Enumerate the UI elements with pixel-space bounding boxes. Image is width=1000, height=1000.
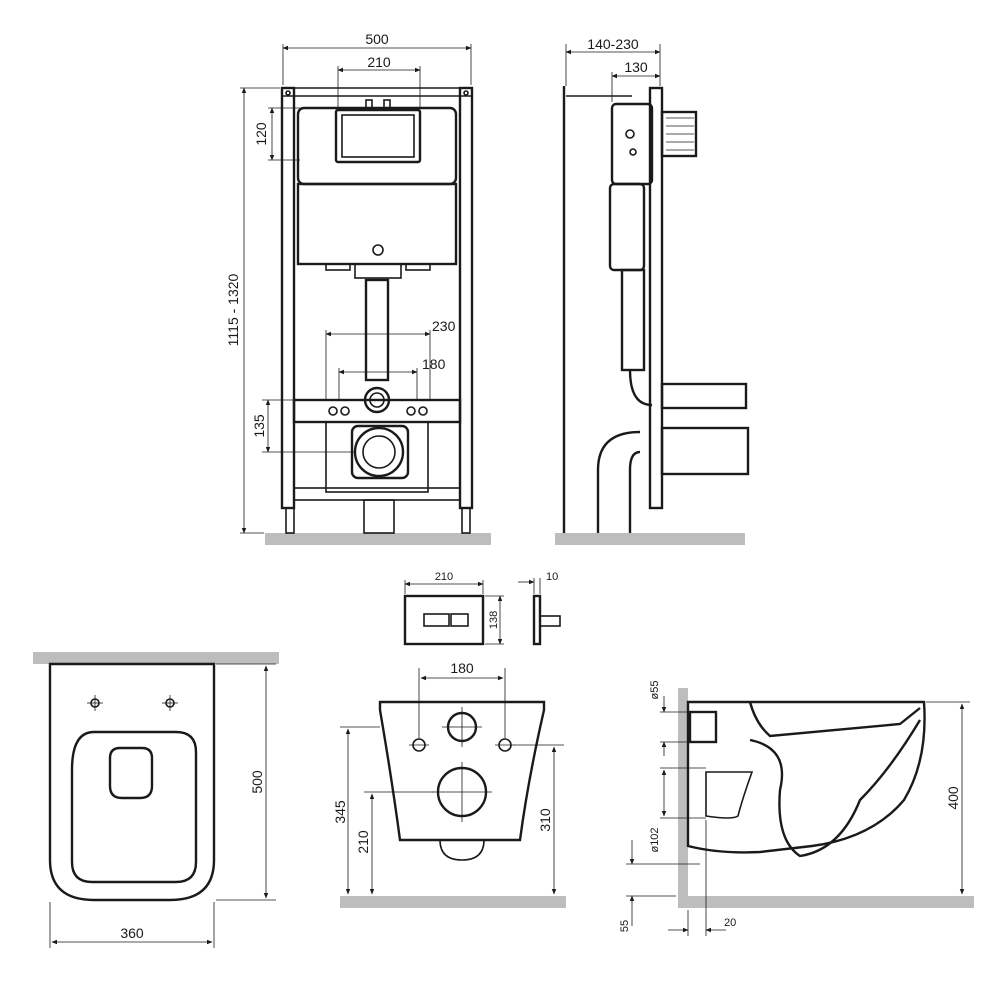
frame-side-view: 140-230 130	[555, 36, 750, 545]
cistern-valve-icon	[372, 244, 384, 256]
flush-pipe	[364, 278, 390, 382]
cistern-side	[608, 182, 646, 272]
stud-spacing-label: 180	[422, 356, 446, 372]
inlet-spud	[688, 710, 718, 744]
depth-label: 130	[624, 59, 648, 75]
rear-stud-spacing-label: 180	[450, 660, 474, 676]
bowl-side-view: ø55 ø102 400 55 20	[619, 681, 974, 936]
frame-width-label: 500	[365, 31, 389, 47]
mount-hole-right-icon	[162, 695, 178, 711]
outlet-height-label: 135	[251, 414, 267, 438]
bowl-outline	[48, 662, 216, 902]
flush-button-small	[423, 613, 450, 627]
cistern-body	[296, 182, 458, 266]
wall-gap-label: 20	[724, 917, 736, 929]
wall-side	[678, 688, 688, 908]
bowl-rear-outline	[378, 700, 546, 842]
floor-rear	[340, 896, 566, 908]
floor-gap-label: 55	[619, 920, 631, 932]
depth-range-label: 140-230	[587, 36, 639, 52]
frame-front-view: 500 210 120 1115 - 1320 230 180 135	[225, 31, 491, 545]
frame-right-post	[458, 86, 474, 510]
inlet-height-label: 345	[332, 800, 348, 824]
outlet-diameter-label: ø102	[649, 827, 661, 852]
bowl-trap	[749, 719, 922, 858]
bowl-opening	[108, 746, 154, 800]
inlet-pipe	[660, 382, 748, 410]
floor-front	[265, 533, 491, 545]
top-offset-label: 120	[253, 122, 269, 146]
flush-plate-views: 210 138 10	[403, 571, 561, 646]
plate-width-label: 210	[435, 571, 453, 583]
cistern-top	[296, 106, 458, 186]
plate-height-label: 138	[488, 611, 500, 629]
side-post	[648, 86, 664, 510]
mount-hole-left-icon	[87, 695, 103, 711]
inlet-diameter-label: ø55	[649, 681, 661, 700]
bowl-top-view: 500 360	[33, 652, 279, 948]
flush-button-large	[450, 613, 469, 627]
flush-plate-front	[403, 594, 485, 646]
bowl-seat	[70, 730, 198, 884]
bowl-height-label: 400	[945, 786, 961, 810]
rear-outlet-height-label: 210	[355, 830, 371, 854]
plate-thickness-label: 10	[546, 571, 558, 583]
floor-side	[555, 533, 745, 545]
flush-plate-bracket	[660, 110, 698, 158]
wall-top	[33, 652, 279, 664]
drain-pipe	[660, 426, 750, 476]
rim-profile	[748, 701, 921, 738]
bowl-rear-view: 180 345 210 310	[332, 660, 566, 908]
height-range-label: 1115 - 1320	[225, 273, 241, 346]
frame-left-post	[280, 86, 296, 510]
floor-bowl-side	[678, 896, 974, 908]
pipe-spacing-label: 230	[432, 318, 456, 334]
bowl-length-label: 500	[249, 770, 265, 794]
bowl-width-label: 360	[120, 925, 144, 941]
bowl-side-outline	[686, 700, 926, 854]
rim-height-label: 310	[537, 808, 553, 832]
flush-opening	[334, 108, 422, 164]
flush-plate-side	[532, 594, 542, 646]
cistern-width-label: 210	[367, 54, 391, 70]
